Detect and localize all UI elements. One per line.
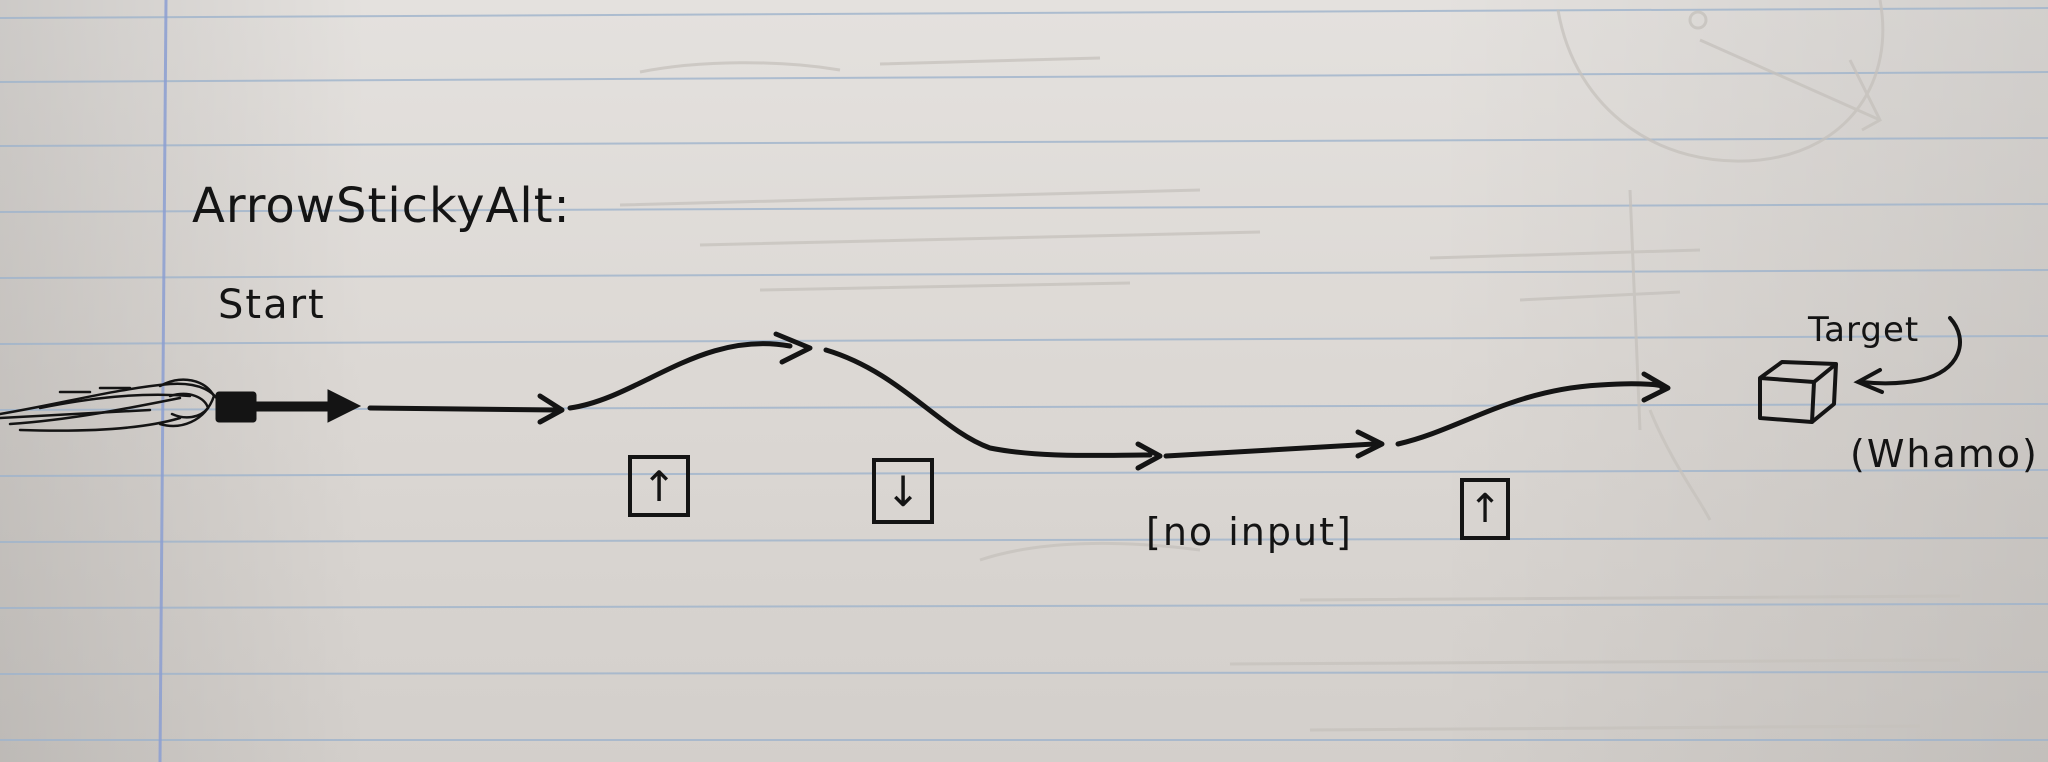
trajectory-segment-rise-2	[1395, 381, 1666, 447]
trajectory-segment-rise	[567, 341, 793, 411]
up-key-icon-2: ↑	[1460, 478, 1510, 540]
target-cube-icon	[1758, 360, 1838, 424]
trajectory-segment-dive	[823, 347, 1153, 458]
trajectory-arrowhead-5	[1641, 371, 1671, 403]
rocket-flame	[0, 378, 222, 432]
down-key-icon: ↓	[872, 458, 934, 524]
trajectory	[367, 331, 1671, 471]
start-label: Start	[218, 282, 326, 328]
rocket-body	[215, 389, 362, 423]
no-input-label: [no input]	[1146, 510, 1353, 554]
target-pointer-arrow	[1853, 316, 1962, 394]
trajectory-arrowhead-3	[1135, 441, 1163, 471]
up-key-icon: ↑	[628, 455, 690, 517]
trajectory-arrowhead-1	[537, 393, 565, 425]
trajectory-arrowhead-4	[1355, 429, 1385, 459]
diagram-title: ArrowStickyAlt:	[192, 178, 571, 234]
margin-line	[158, 0, 168, 762]
whamo-label: (Whamo)	[1850, 432, 2039, 476]
target-label: Target	[1808, 310, 1920, 350]
trajectory-segment-straight-1	[367, 405, 561, 413]
bleed-through	[619, 0, 1961, 732]
ruled-lines	[0, 7, 2048, 741]
trajectory-arrowhead-2	[773, 331, 813, 365]
trajectory-segment-straight-2	[1163, 441, 1377, 459]
